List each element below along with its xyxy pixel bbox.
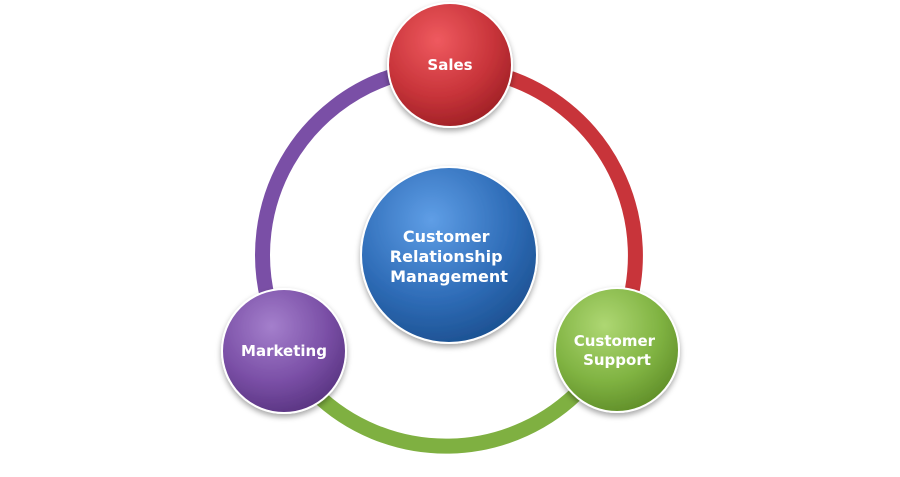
support-label-line-1: Customer (574, 332, 656, 350)
svg-text:Sales: Sales (427, 56, 472, 74)
arc-support-to-marketing (307, 380, 590, 454)
svg-text:Customer Support: Customer Support (574, 332, 661, 369)
node-marketing: Marketing (221, 288, 347, 414)
center-node-crm: Customer Relationship Management (360, 166, 538, 344)
sales-label: Sales (427, 56, 472, 74)
svg-text:Customer Relationship: Customer Relationship Management (390, 227, 508, 286)
center-label-line-1: Customer (403, 227, 490, 246)
center-label-line-3: Management (390, 267, 508, 286)
arc-marketing-to-sales (255, 67, 404, 308)
marketing-label: Marketing (241, 342, 327, 360)
arc-sales-to-support (492, 67, 643, 328)
svg-text:Marketing: Marketing (241, 342, 327, 360)
node-customer-support: Customer Support (554, 287, 680, 413)
support-label-line-2: Support (583, 351, 651, 369)
node-sales: Sales (387, 2, 513, 128)
center-label-line-2: Relationship (390, 247, 503, 266)
